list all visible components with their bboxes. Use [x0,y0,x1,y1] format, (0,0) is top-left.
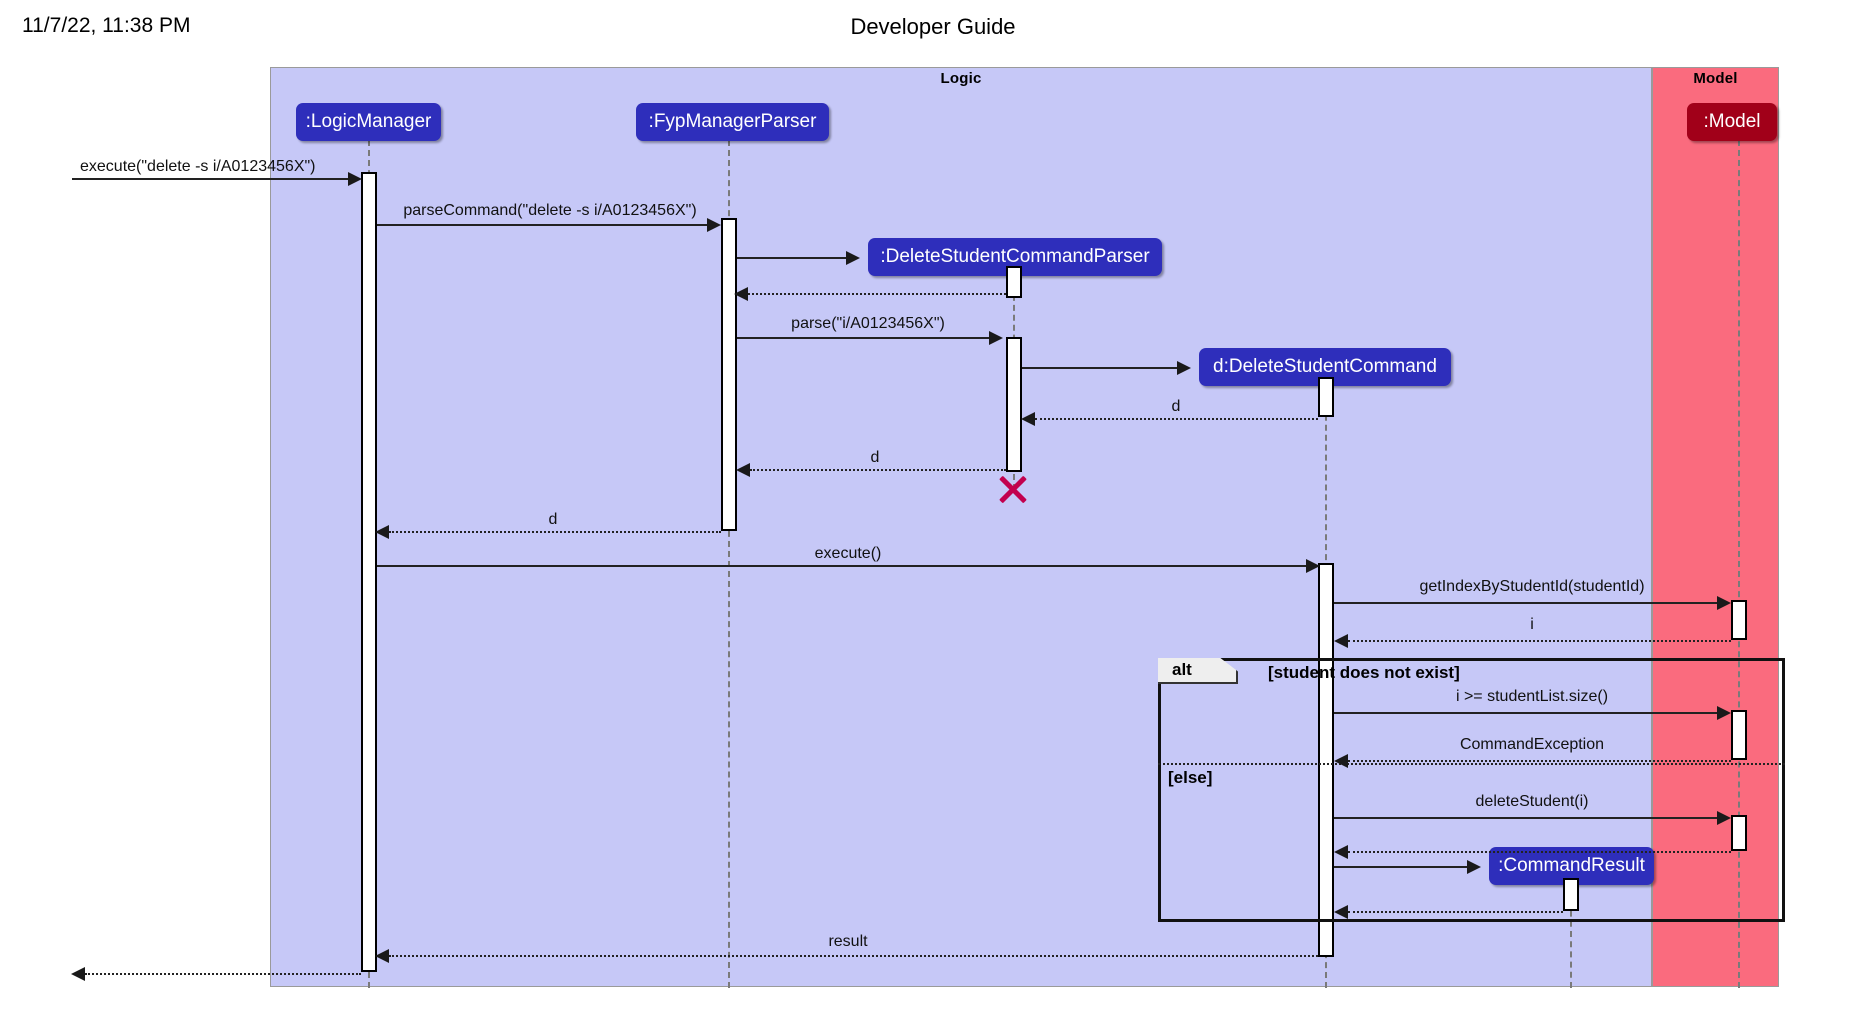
activation-model-delete-student [1731,815,1747,851]
msg-parse-label: parse("i/A0123456X") [791,315,945,332]
msg-execute-command-label: execute("delete -s i/A0123456X") [80,158,316,175]
activation-delete-student-command-create [1318,377,1334,417]
msg-return-d-to-parser-label: d [1171,398,1181,415]
lifeline-command-result [1570,880,1572,988]
msg-return-i-line [1348,640,1731,642]
msg-create-command-arrow [1177,361,1191,375]
msg-command-exception-line [1348,760,1731,762]
alt-fragment-operator-label: alt [1172,660,1192,679]
msg-return-d-to-fyp-line [750,469,1006,471]
activation-delete-student-command-execute [1318,563,1334,957]
msg-result-arrow [375,949,389,963]
activation-model-get-index [1731,600,1747,640]
lifeline-fyp-manager-parser [728,140,730,988]
lifeline-model [1738,140,1740,988]
msg-create-parser-line [737,257,848,259]
participant-logic-manager[interactable]: :LogicManager [296,103,441,141]
msg-return-d-to-logic-label: d [548,511,558,528]
msg-parser-return-arrow [734,287,748,301]
msg-command-result-return-line [1348,911,1563,913]
activation-logic-manager [361,172,377,972]
msg-execute-arrow [1306,559,1320,573]
msg-execute-label: execute() [814,545,882,562]
msg-create-command-result-line [1334,866,1469,868]
msg-command-result-return-arrow [1334,905,1348,919]
msg-return-d-to-fyp-arrow [736,463,750,477]
model-group-label: Model [1693,70,1738,87]
msg-create-command-line [1022,367,1179,369]
msg-return-i-label: i [1530,616,1534,633]
document-timestamp: 11/7/22, 11:38 PM [22,14,191,37]
msg-result-line [389,955,1318,957]
msg-delete-return-line [1348,851,1731,853]
alt-fragment [1158,658,1785,922]
participant-fyp-manager-parser[interactable]: :FypManagerParser [636,103,829,141]
activation-command-result [1563,878,1579,911]
participant-command-result-label: :CommandResult [1498,855,1645,876]
msg-return-d-to-logic-arrow [375,525,389,539]
msg-delete-return-arrow [1334,845,1348,859]
model-group-box: Model [1652,67,1779,987]
activation-model-size-check [1731,710,1747,760]
msg-parse-line [737,337,992,339]
msg-create-parser-arrow [846,251,860,265]
msg-return-i-arrow [1334,634,1348,648]
alt-fragment-guard-1: [student does not exist] [1268,663,1460,682]
msg-create-command-result-arrow [1467,860,1481,874]
msg-return-d-to-parser-line [1035,418,1318,420]
msg-parser-return-line [748,293,1006,295]
activation-delete-student-command-parser-2 [1006,337,1022,472]
msg-get-index-label: getIndexByStudentId(studentId) [1419,578,1645,595]
msg-command-exception-arrow [1334,754,1348,768]
msg-size-check-line [1334,712,1719,714]
msg-size-check-label: i >= studentList.size() [1455,688,1609,705]
participant-command-result[interactable]: :CommandResult [1489,847,1654,885]
msg-parse-command-label: parseCommand("delete -s i/A0123456X") [403,202,697,219]
participant-delete-student-command-label: d:DeleteStudentCommand [1213,356,1437,377]
msg-delete-student-line [1334,817,1719,819]
msg-execute-command-arrow [348,172,362,186]
msg-get-index-arrow [1717,596,1731,610]
msg-parse-command-arrow [707,218,721,232]
activation-delete-student-command-parser [1006,266,1022,298]
logic-group-label: Logic [940,70,982,87]
participant-delete-student-command-parser-label: :DeleteStudentCommandParser [880,246,1150,267]
msg-parse-command-line [377,224,710,226]
msg-return-d-to-fyp-label: d [870,449,880,466]
msg-command-exception-label: CommandException [1459,736,1605,753]
msg-parse-arrow [989,331,1003,345]
msg-execute-line [377,565,1309,567]
logic-group-box: Logic [270,67,1652,987]
page-title: Developer Guide [850,14,1016,39]
msg-return-d-to-parser-arrow [1021,412,1035,426]
activation-fyp-manager-parser [721,218,737,531]
msg-execute-command-line [72,178,350,180]
participant-logic-manager-label: :LogicManager [305,111,432,132]
alt-fragment-guard-2: [else] [1168,768,1213,787]
destroy-marker [996,472,1030,506]
msg-return-d-to-logic-line [389,531,721,533]
participant-model-label: :Model [1703,111,1761,132]
msg-size-check-arrow [1717,706,1731,720]
alt-fragment-divider [1158,763,1785,765]
msg-final-return-arrow [71,967,85,981]
msg-get-index-line [1334,602,1719,604]
msg-final-return-line [85,973,361,975]
alt-fragment-operator-tab: alt [1158,658,1238,684]
msg-result-label: result [828,933,868,950]
msg-delete-student-label: deleteStudent(i) [1475,793,1589,810]
participant-model[interactable]: :Model [1687,103,1777,141]
participant-fyp-manager-parser-label: :FypManagerParser [648,111,817,132]
page-header: 11/7/22, 11:38 PM Developer Guide [0,0,1866,58]
msg-delete-student-arrow [1717,811,1731,825]
